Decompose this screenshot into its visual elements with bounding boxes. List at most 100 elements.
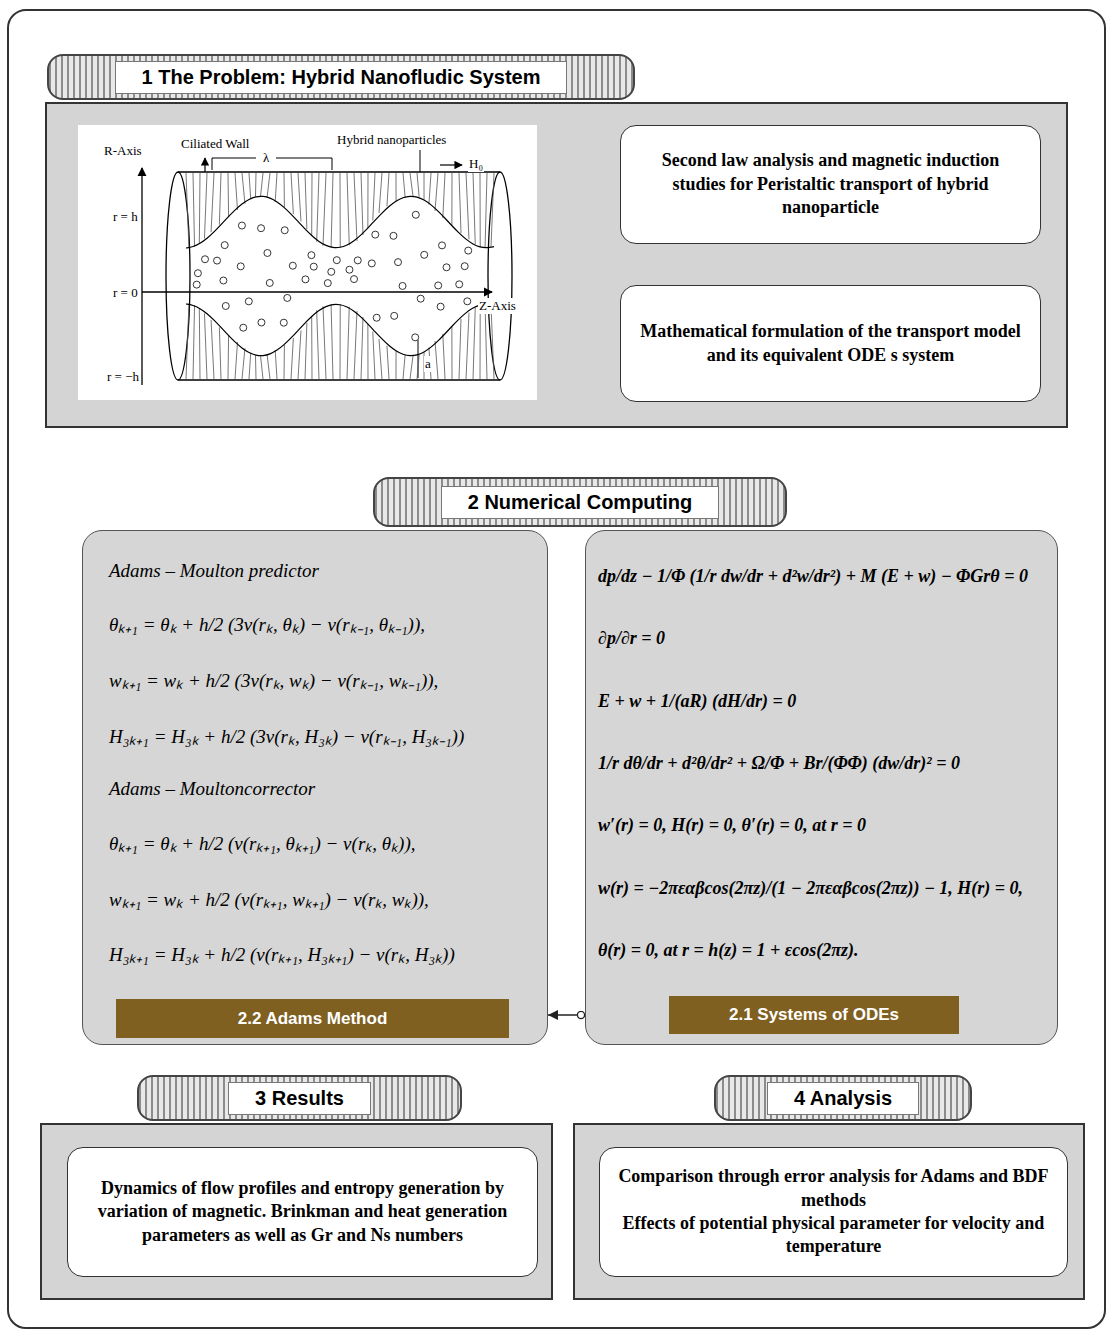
cilium (451, 326, 452, 379)
nanoparticle (324, 280, 331, 287)
analysis-panel: 4 AnalysisComparison through error analy… (573, 1123, 1085, 1300)
equation-line: wₖ₊₁ = wₖ + h/2 (3v(rₖ, wₖ) − v(rₖ₋₁, wₖ… (109, 667, 537, 693)
cilium (228, 173, 230, 217)
nanoparticle (221, 242, 228, 249)
cilium (204, 173, 207, 239)
cilium (323, 173, 326, 246)
cilium (485, 304, 487, 379)
cilium (291, 338, 293, 379)
cilium (235, 342, 237, 379)
cilium (211, 173, 214, 232)
nanoparticle (435, 282, 442, 289)
cilium (417, 173, 419, 197)
method-panel: Adams – Moulton predictorθₖ₊₁ = θₖ + h/2… (82, 530, 548, 1045)
text-block: Mathematical formulation of the transpor… (621, 312, 1040, 375)
cilium (354, 173, 357, 241)
cilium (193, 305, 195, 379)
figure-label: r = h (112, 209, 139, 225)
cilium (219, 327, 221, 379)
box-text: Comparison through error analysis for Ad… (616, 1165, 1051, 1212)
figure-label: r = −h (106, 369, 140, 385)
cilium (311, 173, 312, 236)
cilium (284, 173, 285, 207)
page-frame (8, 10, 1105, 1328)
cilium (235, 173, 237, 210)
nanoparticle (266, 279, 273, 286)
cilium (379, 339, 382, 379)
cilium (485, 173, 487, 248)
nanoparticle (308, 252, 315, 259)
figure-label: Hybrid nanoparticles (336, 132, 447, 148)
section-heading: 4 Analysis (767, 1082, 919, 1115)
box-text: 2.1 Systems of ODEs (729, 1005, 899, 1025)
cilium (311, 316, 312, 379)
cilium (255, 355, 257, 379)
cilium (347, 307, 349, 379)
r-axis (141, 168, 142, 385)
nanoparticle (237, 263, 244, 270)
cilium (291, 173, 293, 214)
box-text: Dynamics of flow profiles and entropy ge… (84, 1177, 521, 1247)
z-axis (142, 291, 492, 292)
cilium (435, 173, 438, 211)
nanoparticle (328, 268, 335, 275)
wavelength-bracket (212, 158, 332, 170)
cilium (480, 305, 481, 379)
text-block: 2.2 Adams Method (238, 1009, 388, 1029)
cilium (340, 173, 341, 248)
cilium (367, 324, 368, 379)
nanoparticle (302, 276, 309, 283)
cilium (443, 334, 445, 379)
nanoparticle (346, 266, 353, 273)
nanoparticle (310, 263, 317, 270)
cilium (396, 173, 397, 201)
section-banner: 2 Numerical Computing (373, 477, 787, 527)
amplitude-line (418, 340, 419, 378)
cilium (361, 173, 363, 235)
box-text: Effects of potential physical parameter … (616, 1212, 1051, 1259)
figure-ground (78, 125, 537, 400)
cilium (323, 306, 326, 379)
cilium (317, 310, 319, 379)
cilium (193, 173, 195, 247)
figure-label: Z-Axis (478, 298, 517, 314)
panel-ground (40, 1123, 553, 1300)
cilium (410, 356, 413, 379)
nanoparticle (258, 225, 265, 232)
nanoparticle (280, 319, 287, 326)
box-text: Mathematical formulation of the transpor… (637, 320, 1024, 367)
cilium (466, 173, 469, 239)
nanoparticle (258, 319, 265, 326)
section-heading: 2 Numerical Computing (441, 486, 719, 519)
cilium (396, 351, 397, 379)
cilium (429, 173, 431, 205)
panel-ground (45, 102, 1068, 428)
nanoparticle (461, 263, 468, 270)
nanoparticle (464, 298, 471, 305)
cilium (199, 173, 201, 244)
nanoparticle (245, 298, 252, 305)
cilium (459, 319, 461, 379)
nanoparticle (412, 211, 419, 218)
nanoparticle (194, 270, 201, 277)
tube-end (488, 172, 512, 380)
cilium (443, 173, 445, 218)
nanoparticle (439, 242, 446, 249)
cilium (403, 173, 405, 197)
equation-line: dp/dz − 1/Φ (1/r dw/dr + d²w/dr²) + M (E… (598, 566, 1049, 587)
equation-line: w(r) = −2πεαβcos(2πz)/(1 − 2πεαβcos(2πz)… (598, 878, 1049, 899)
text-block: 2.1 Systems of ODEs (729, 1005, 899, 1025)
cilium (459, 173, 461, 233)
cilium (340, 304, 341, 379)
cilium (298, 331, 301, 379)
wave-wall (186, 304, 494, 356)
nanoparticle (284, 294, 291, 301)
nanoparticle (333, 257, 340, 264)
cilium (255, 173, 257, 197)
cilium (275, 173, 277, 202)
nanoparticle (264, 249, 271, 256)
nanoparticle (281, 227, 288, 234)
cilium (267, 354, 270, 379)
figure-label: r = 0 (112, 285, 139, 301)
nanoparticle (412, 334, 419, 341)
